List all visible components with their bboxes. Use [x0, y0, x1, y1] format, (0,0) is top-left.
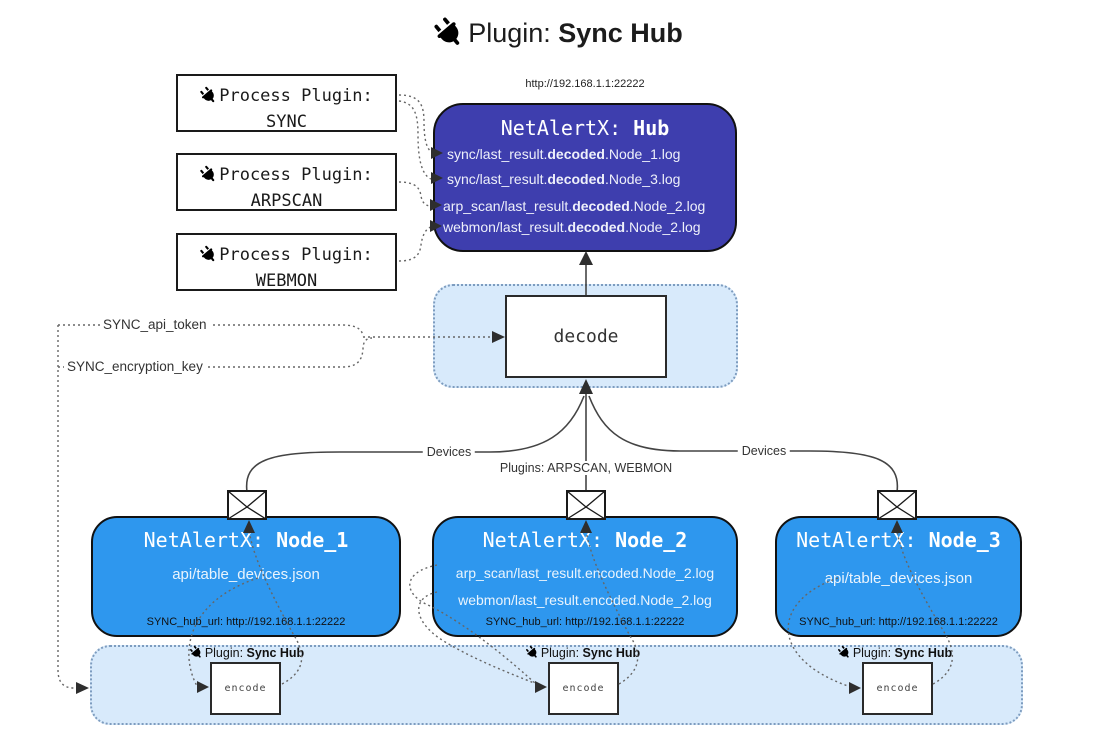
t: Node_1	[276, 528, 349, 552]
sync-encryption-key-label: SYNC_encryption_key	[64, 359, 206, 374]
label-text: Process Plugin:	[219, 86, 373, 106]
node-line: arp_scan/last_result.encoded.Node_2.log	[455, 565, 715, 581]
page-title: Plugin: Sync Hub	[0, 18, 1117, 49]
node-hub-url: SYNC_hub_url: http://192.168.1.1:22222	[146, 616, 346, 628]
t: Sync Hub	[894, 646, 953, 660]
hub-log-line: sync/last_result.decoded.Node_3.log	[447, 171, 735, 187]
arrowhead	[579, 251, 593, 265]
t: .Node_2.log	[629, 198, 706, 214]
t: Node_2	[615, 528, 688, 552]
encode-label: encode	[562, 683, 605, 694]
encode-group-label: Plugin: Sync Hub	[526, 646, 640, 660]
t: decoded	[572, 198, 630, 214]
plug-icon	[428, 12, 470, 54]
edge-arpscan-to-hub	[398, 181, 432, 207]
encode-group-label: Plugin: Sync Hub	[838, 646, 952, 660]
t: NetAlertX:	[143, 528, 277, 552]
hub-title: NetAlertX: Hub	[435, 116, 735, 140]
process-plugin-name: ARPSCAN	[250, 191, 323, 212]
hub-log-line: sync/last_result.decoded.Node_1.log	[447, 146, 735, 162]
t: webmon/last_result.	[443, 219, 568, 235]
decode-box: decode	[505, 295, 667, 378]
node-line: webmon/last_result.encoded.Node_2.log	[458, 592, 712, 608]
plug-icon	[197, 84, 221, 108]
edge-sync-to-hub1	[398, 94, 433, 153]
t: Plugin:	[540, 646, 583, 660]
node-title: NetAlertX: Node_2	[434, 528, 736, 552]
node-line: api/table_devices.json	[824, 570, 973, 587]
plug-icon	[187, 643, 205, 661]
t: decoded	[547, 171, 605, 187]
encode-label: encode	[224, 683, 267, 694]
arrowhead	[76, 682, 89, 694]
t: arp_scan/last_result.	[443, 198, 573, 214]
node2-box: NetAlertX: Node_2 arp_scan/last_result.e…	[432, 516, 738, 637]
envelope-icon	[877, 490, 917, 520]
title-bold: Sync Hub	[558, 18, 683, 48]
hub-log-line: arp_scan/last_result.decoded.Node_2.log	[443, 198, 731, 214]
sync-api-token-label: SYNC_api_token	[100, 317, 210, 332]
process-plugin-name: SYNC	[266, 112, 307, 133]
encode-group-label: Plugin: Sync Hub	[190, 646, 304, 660]
hub-box: NetAlertX: Hub sync/last_result.decoded.…	[433, 103, 737, 252]
plug-icon	[197, 243, 221, 267]
t: Plugin:	[852, 646, 895, 660]
t: Plugin:	[204, 646, 247, 660]
title-pre: Plugin:	[468, 18, 559, 48]
t: NetAlertX:	[796, 528, 929, 552]
process-plugin-box-webmon: Process Plugin: WEBMON	[176, 233, 397, 291]
t: sync/last_result.	[447, 171, 548, 187]
edge-webmon-to-hub	[398, 226, 432, 262]
edge-sync-to-hub2	[398, 100, 432, 180]
t: Sync Hub	[246, 646, 305, 660]
plug-icon	[835, 643, 853, 661]
process-plugin-label: Process Plugin:	[178, 242, 395, 268]
devices-left-label: Devices	[422, 445, 476, 459]
encode-box: encode	[210, 662, 281, 715]
node-hub-url: SYNC_hub_url: http://192.168.1.1:22222	[799, 616, 998, 628]
encode-label: encode	[876, 683, 919, 694]
envelope-icon	[566, 490, 606, 520]
hub-log-line: webmon/last_result.decoded.Node_2.log	[443, 219, 731, 235]
edge-node1-devices	[245, 395, 585, 493]
node-hub-url: SYNC_hub_url: http://192.168.1.1:22222	[485, 616, 685, 628]
t: NetAlertX:	[482, 528, 616, 552]
t: Sync Hub	[582, 646, 641, 660]
process-plugin-label: Process Plugin:	[178, 83, 395, 109]
t: decoded	[567, 219, 626, 235]
plugins-center-label: Plugins: ARPSCAN, WEBMON	[495, 461, 677, 475]
t: .Node_3.log	[604, 171, 681, 187]
label-text: Process Plugin:	[219, 245, 373, 265]
wire-down-to-encode-panel	[57, 325, 76, 689]
process-plugin-name: WEBMON	[255, 271, 318, 292]
label-text: Process Plugin:	[219, 165, 373, 185]
t: decoded	[547, 146, 605, 162]
t: .Node_2.log	[625, 219, 701, 235]
process-plugin-box-sync: Process Plugin: SYNC	[176, 74, 397, 132]
decode-label: decode	[553, 326, 619, 347]
process-plugin-label: Process Plugin:	[178, 162, 395, 188]
hub-title-bold: Hub	[633, 116, 670, 140]
t: sync/last_result.	[447, 146, 548, 162]
plug-icon	[197, 163, 221, 187]
hub-url: http://192.168.1.1:22222	[525, 78, 645, 90]
node-title: NetAlertX: Node_3	[777, 528, 1020, 552]
node-line: api/table_devices.json	[172, 566, 320, 583]
devices-right-label: Devices	[737, 444, 791, 458]
encode-box: encode	[862, 662, 933, 715]
node3-box: NetAlertX: Node_3 api/table_devices.json…	[775, 516, 1022, 637]
t: .Node_1.log	[604, 146, 681, 162]
envelope-icon	[227, 490, 267, 520]
process-plugin-box-arpscan: Process Plugin: ARPSCAN	[176, 153, 397, 211]
node-title: NetAlertX: Node_1	[93, 528, 399, 552]
t: Node_3	[928, 528, 1001, 552]
node1-box: NetAlertX: Node_1 api/table_devices.json…	[91, 516, 401, 637]
encode-box: encode	[548, 662, 619, 715]
hub-title-pre: NetAlertX:	[500, 116, 634, 140]
plug-icon	[523, 643, 541, 661]
